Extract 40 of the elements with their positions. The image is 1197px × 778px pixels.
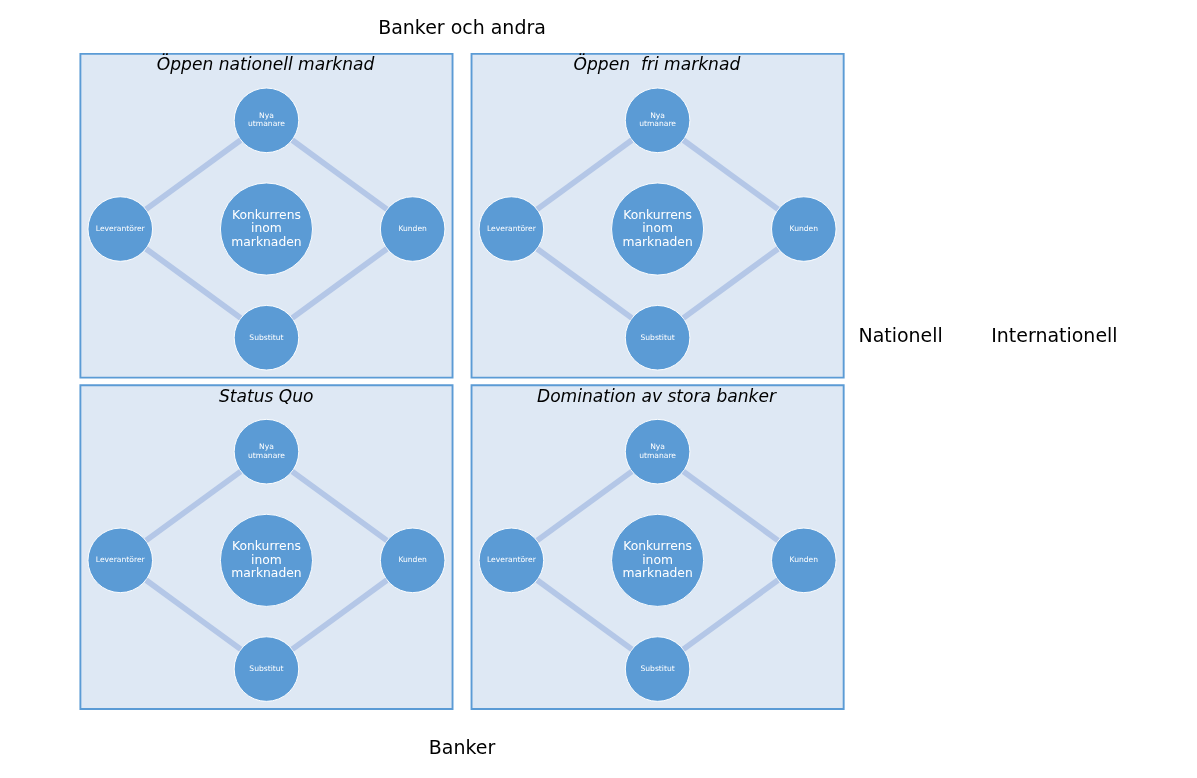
- connector: [535, 469, 634, 543]
- node-circle: Leverantörer: [87, 196, 153, 262]
- node-circle: Leverantörer: [478, 196, 545, 262]
- connector: [144, 137, 243, 212]
- label: Internationell: [991, 324, 1118, 347]
- node-circle: Nya utmanare: [233, 418, 300, 485]
- node-circle: Leverantörer: [87, 527, 153, 594]
- node-circle: Substitut: [624, 305, 691, 371]
- node-circle: Leverantörer: [478, 527, 545, 594]
- connector: [681, 469, 780, 543]
- connector: [535, 137, 634, 212]
- node-circle: Substitut: [233, 636, 300, 702]
- label: Nationell: [858, 324, 943, 347]
- node-circle: Konkurrens inom marknaden: [219, 513, 313, 607]
- node-circle: Kunden: [379, 196, 446, 262]
- connector: [144, 469, 243, 543]
- connector: [535, 577, 634, 652]
- connector: [535, 246, 634, 321]
- node-circle: Nya utmanare: [624, 87, 691, 154]
- connector: [290, 137, 389, 212]
- node-circle: Kunden: [379, 527, 446, 594]
- label: Banker: [428, 735, 496, 758]
- node-circle: Substitut: [624, 636, 691, 702]
- node-circle: Kunden: [771, 196, 837, 262]
- connector: [144, 246, 243, 321]
- connector: [290, 577, 389, 652]
- node-circle: Kunden: [771, 527, 837, 594]
- label: Banker och andra: [378, 15, 546, 38]
- node-circle: Konkurrens inom marknaden: [611, 513, 705, 607]
- connector: [290, 469, 389, 543]
- node-circle: Konkurrens inom marknaden: [219, 182, 313, 276]
- connector: [681, 577, 780, 652]
- connector: [681, 246, 780, 321]
- node-circle: Konkurrens inom marknaden: [611, 182, 705, 276]
- connector: [681, 137, 780, 212]
- node-circle: Nya utmanare: [624, 418, 691, 485]
- connector: [144, 577, 243, 652]
- node-circle: Substitut: [233, 305, 300, 371]
- node-circle: Nya utmanare: [233, 87, 300, 154]
- connector: [290, 246, 389, 321]
